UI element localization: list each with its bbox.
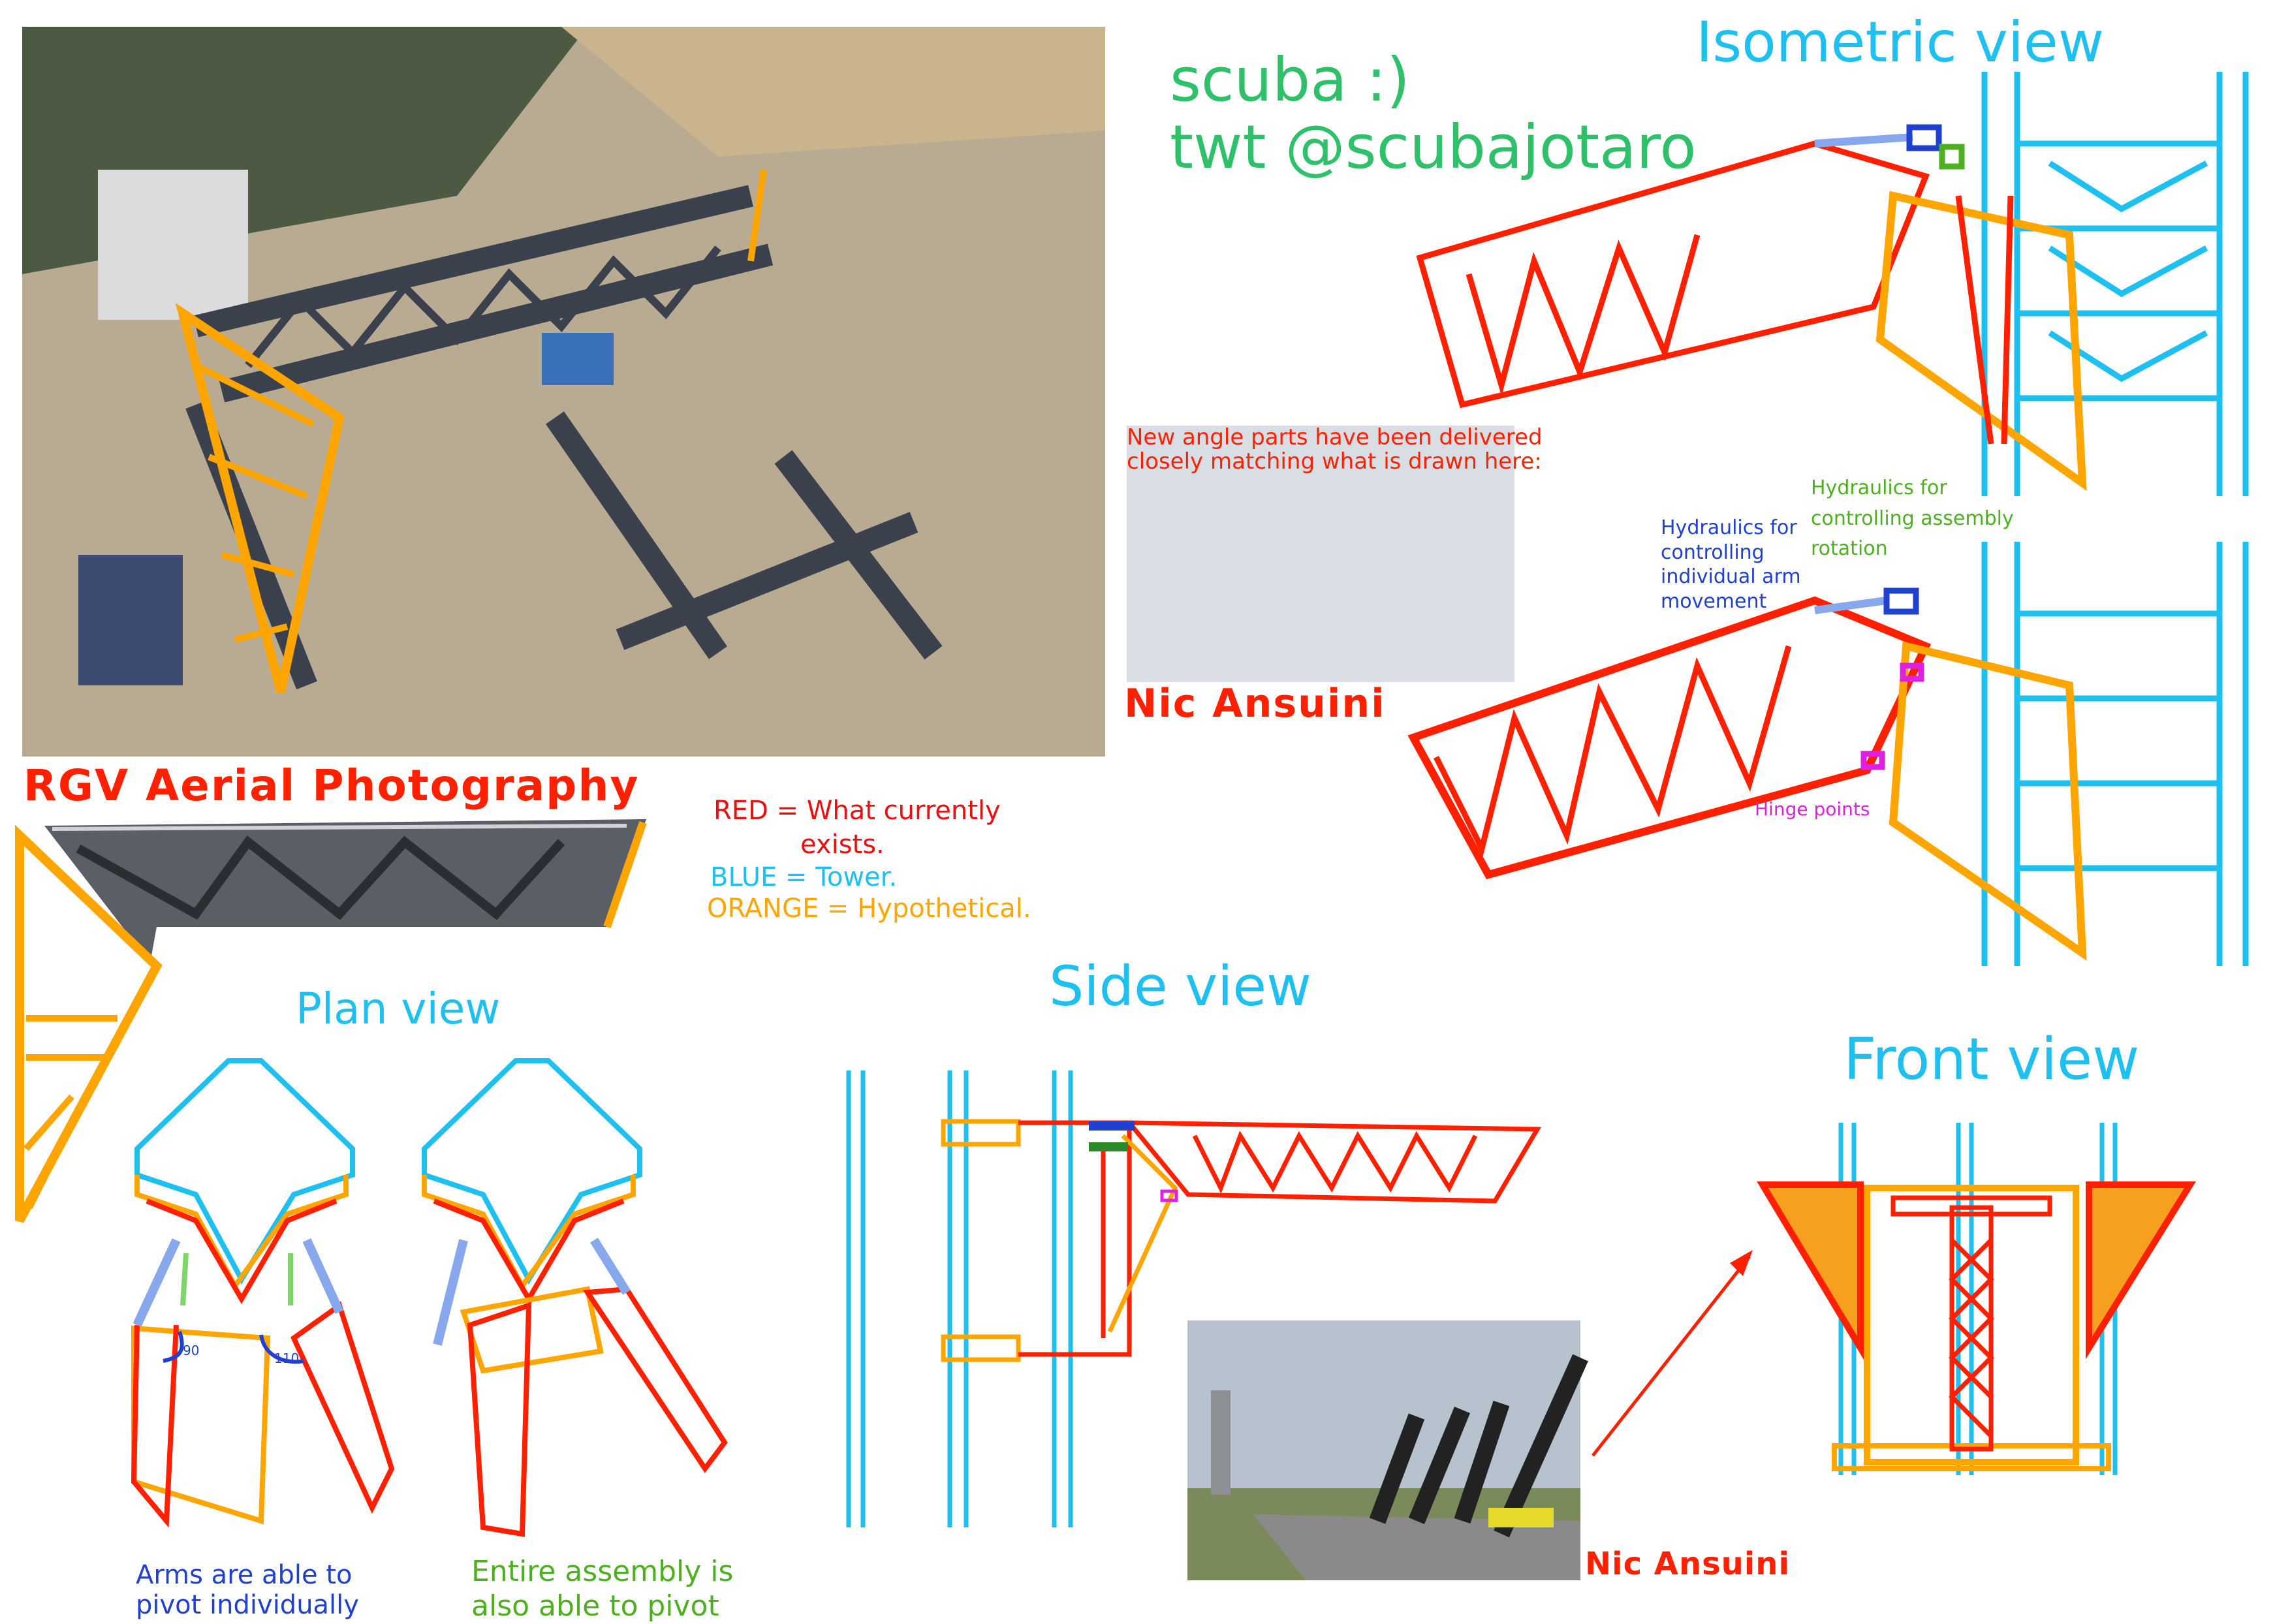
side-view-title: Side view	[1049, 954, 1311, 1018]
label-line: rotation	[1811, 537, 1888, 560]
label-line: individual arm	[1661, 565, 1801, 588]
photo-credit-2: Nic Ansuini	[1585, 1546, 1790, 1582]
front-view-drawing	[1757, 1123, 2196, 1475]
label-line: controlling assembly	[1811, 507, 2014, 530]
plan-left	[131, 1058, 395, 1528]
hinge-points-label: Hinge points	[1755, 798, 1870, 820]
plan-view-title: Plan view	[296, 984, 501, 1034]
side-view-drawing	[846, 1070, 1542, 1527]
label-line: controlling	[1661, 540, 1765, 564]
author-name: scuba :)	[1170, 45, 1410, 115]
assembly-pivot-note: Entire assembly is also able to pivot	[471, 1555, 733, 1624]
label-line: movement	[1661, 589, 1767, 613]
angle-label-110: 110	[274, 1351, 300, 1366]
plan-view-drawings	[131, 1058, 728, 1537]
legend-blue: BLUE = Tower.	[710, 862, 898, 892]
label-line: Hydraulics for	[1811, 476, 1947, 499]
isometric-view-title: Isometric view	[1696, 10, 2105, 75]
launch-photo	[1187, 1320, 1588, 1580]
hydraulics-arm-label: Hydraulics for controlling individual ar…	[1661, 516, 1801, 614]
aerial-photo-credit: RGV Aerial Photography	[24, 760, 640, 811]
isometric-upper	[1416, 72, 2249, 496]
front-view-title: Front view	[1843, 1025, 2140, 1093]
truss-photo-strip	[15, 819, 647, 1223]
note-line: pivot individually	[136, 1590, 359, 1620]
arrow-head-icon	[1730, 1250, 1753, 1276]
aerial-photo	[22, 27, 1105, 757]
photo-caption: New angle parts have been delivered clos…	[1127, 424, 1543, 682]
plan-right	[422, 1058, 728, 1537]
hydraulics-assembly-label: Hydraulics for controlling assembly rota…	[1811, 473, 2014, 565]
photo-credit-1: Nic Ansuini	[1124, 681, 1386, 726]
legend-orange: ORANGE = Hypothetical.	[707, 894, 1031, 924]
note-line: Arms are able to	[136, 1560, 353, 1590]
legend-red: RED = What currently	[714, 796, 1001, 826]
label-line: Hydraulics for	[1661, 516, 1797, 539]
angle-label-90: 90	[183, 1343, 200, 1358]
pointer-arrow	[1592, 1255, 1751, 1457]
note-line: Entire assembly is	[471, 1555, 734, 1588]
author-handle: twt @scubajotaro	[1170, 112, 1697, 182]
note-line: also able to pivot	[471, 1589, 719, 1623]
isometric-lower	[1407, 542, 2249, 966]
legend-red-cont: exists.	[800, 830, 885, 860]
arms-pivot-note: Arms are able to pivot individually	[136, 1560, 359, 1620]
photo-caption-line2: closely matching what is drawn here:	[1127, 448, 1542, 475]
photo-caption-line1: New angle parts have been delivered	[1127, 424, 1543, 450]
